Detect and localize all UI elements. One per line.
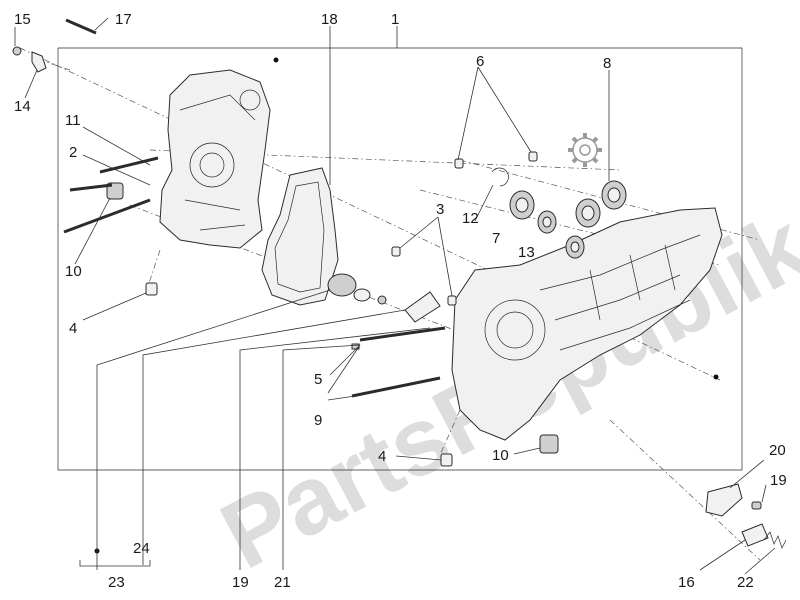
label-4b: 4: [378, 448, 386, 465]
label-17: 17: [115, 11, 132, 28]
oil-seal-assembly: [327, 273, 441, 350]
dowel-6b: [528, 151, 538, 162]
label-1: 1: [391, 11, 399, 28]
label-9: 9: [314, 412, 322, 429]
label-10a: 10: [65, 263, 82, 280]
dowel-3b: [447, 295, 457, 306]
dowel-3a: [391, 246, 401, 257]
label-20: 20: [769, 442, 786, 459]
bearing-13: [537, 210, 557, 234]
label-16: 16: [678, 574, 695, 591]
label-19b: 19: [770, 472, 787, 489]
ref-dot: [713, 374, 719, 380]
label-13: 13: [518, 244, 535, 261]
callout-labels: 1 2 3 4 4 5 6 7 8 9 10 10 11 12 13 14 15…: [14, 11, 787, 591]
label-15: 15: [14, 11, 31, 28]
label-21: 21: [274, 574, 291, 591]
leader-lines: [14, 17, 776, 575]
gasket: [261, 167, 339, 306]
dowel-4a: [145, 282, 158, 296]
spring-22: [763, 531, 787, 549]
bearing-7: [509, 190, 535, 220]
ref-dot: [273, 57, 279, 63]
label-7: 7: [492, 230, 500, 247]
dowel-4b: [440, 453, 453, 467]
label-18: 18: [321, 11, 338, 28]
label-19a: 19: [232, 574, 249, 591]
label-24: 24: [133, 540, 150, 557]
circlip-12: [491, 167, 509, 187]
label-8: 8: [603, 55, 611, 72]
label-6: 6: [476, 53, 484, 70]
bolt-17: [65, 18, 97, 35]
bolt-19b: [751, 501, 762, 510]
label-11: 11: [65, 112, 81, 129]
bearing-misc: [565, 235, 585, 259]
assembly-frame: [57, 47, 743, 471]
label-4a: 4: [69, 320, 77, 337]
label-5: 5: [314, 371, 322, 388]
dowel-6a: [454, 158, 464, 169]
stud-bolts-11-2: [63, 156, 159, 234]
label-2: 2: [69, 144, 77, 161]
bracket-20: [705, 483, 743, 517]
label-12: 12: [462, 210, 479, 227]
bearing-8a: [575, 198, 601, 228]
label-23: 23: [108, 574, 125, 591]
label-10b: 10: [492, 447, 509, 464]
stud-bolts-9: [351, 326, 446, 398]
label-3: 3: [436, 201, 444, 218]
pin-16: [741, 523, 769, 547]
label-22: 22: [737, 574, 754, 591]
bushing-10a: [106, 182, 124, 200]
clip-14: [31, 51, 47, 73]
bearing-8b: [601, 180, 627, 210]
gear-icon: [568, 133, 602, 167]
label-14: 14: [14, 98, 31, 115]
left-crankcase-half: [159, 69, 271, 249]
bolt-15: [12, 46, 22, 56]
bushing-10b: [539, 434, 559, 454]
